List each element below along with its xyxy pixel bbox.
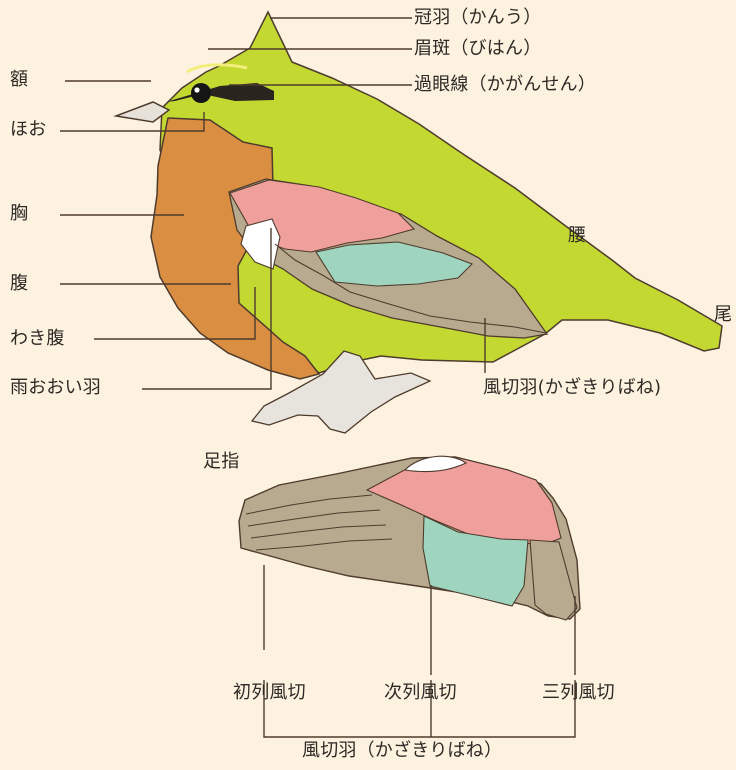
bird-breast-orange (150, 117, 321, 380)
wing-feather-lines (245, 494, 393, 551)
eye-line (166, 83, 274, 102)
eyebrow-label: 眉斑（びはん） (414, 38, 542, 59)
wing-diagram-pink (365, 456, 562, 545)
secondaries-label: 次列風切 (384, 682, 457, 703)
body-wing-teal (315, 241, 473, 287)
forehead-label: 額 (10, 69, 29, 90)
flank-label: わき腹 (10, 328, 65, 349)
leader-lines (60, 17, 576, 738)
tertials-label: 三列風切 (542, 682, 615, 703)
rump-label: 腰 (568, 225, 587, 246)
flight-feather-lines (274, 243, 547, 334)
tail-label: 尾 (714, 304, 733, 325)
coverts-label: 雨おおい羽 (10, 377, 101, 398)
wing-flight-feathers-label: 風切羽（かざきりばね） (302, 740, 503, 761)
eye-line-label: 過眼線（かがんせん） (414, 74, 596, 95)
toes-label: 足指 (203, 451, 240, 472)
under-wing-white (240, 218, 281, 270)
eye-highlight (194, 87, 200, 93)
eyebrow-stripe (186, 63, 248, 74)
cheek-label: ほお (10, 119, 47, 140)
primaries-label: 初列風切 (233, 682, 306, 703)
bird-feet (250, 350, 432, 434)
breast-label: 胸 (10, 203, 29, 224)
wing-diagram-tertials (529, 539, 578, 621)
wing-diagram-white (403, 455, 468, 473)
eye (191, 83, 211, 103)
beak (113, 101, 171, 123)
belly-label: 腹 (10, 273, 29, 294)
body-flight-feathers-label: 風切羽(かざきりばね) (483, 377, 662, 398)
wing-diagram-teal (422, 515, 529, 607)
crest-label: 冠羽（かんう） (414, 7, 542, 28)
